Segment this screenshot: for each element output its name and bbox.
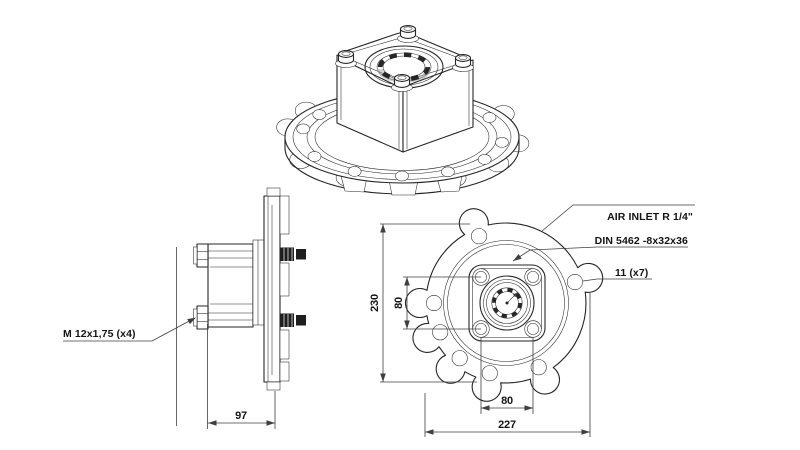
dim-230: 230: [369, 223, 477, 383]
dimension-side-depth: 97: [235, 410, 247, 422]
dim-80-horizontal: 80: [480, 337, 534, 414]
isometric-view: [276, 25, 530, 196]
callout-mounting-bolts: M 12x1,75 (x4): [63, 315, 198, 342]
rim-holes-label: 11 (x7): [615, 267, 648, 279]
dimension-bolt-spacing-horizontal: 80: [501, 395, 513, 407]
side-view: [176, 187, 306, 426]
callout-spline: DIN 5462 -8x32x36: [511, 235, 688, 264]
mounting-bolts-label: M 12x1,75 (x4): [63, 328, 136, 340]
dim-97: 97: [207, 324, 276, 429]
dimension-flange-diameter: 230: [369, 294, 381, 312]
front-spline-bore: [479, 275, 535, 331]
dim-80-vertical: 80: [393, 276, 481, 330]
dim-227: 227: [424, 293, 591, 437]
air-inlet-label: AIR INLET R 1/4": [607, 211, 693, 223]
side-studs: [280, 247, 306, 327]
spline-standard-label: DIN 5462 -8x32x36: [595, 235, 688, 247]
dimension-overall-width: 227: [498, 419, 516, 431]
front-view: [405, 208, 604, 402]
dimension-bolt-spacing-vertical: 80: [393, 297, 405, 309]
side-bolts: [193, 243, 209, 330]
callout-rim-holes: 11 (x7): [582, 267, 652, 282]
side-body: [207, 239, 265, 328]
callout-air-inlet: AIR INLET R 1/4": [541, 204, 695, 232]
front-rim-holes: [426, 228, 583, 382]
iso-rim-holes: [296, 109, 509, 182]
side-flange-plate: [263, 187, 290, 391]
annotations: 97 230 80 80: [63, 204, 695, 437]
